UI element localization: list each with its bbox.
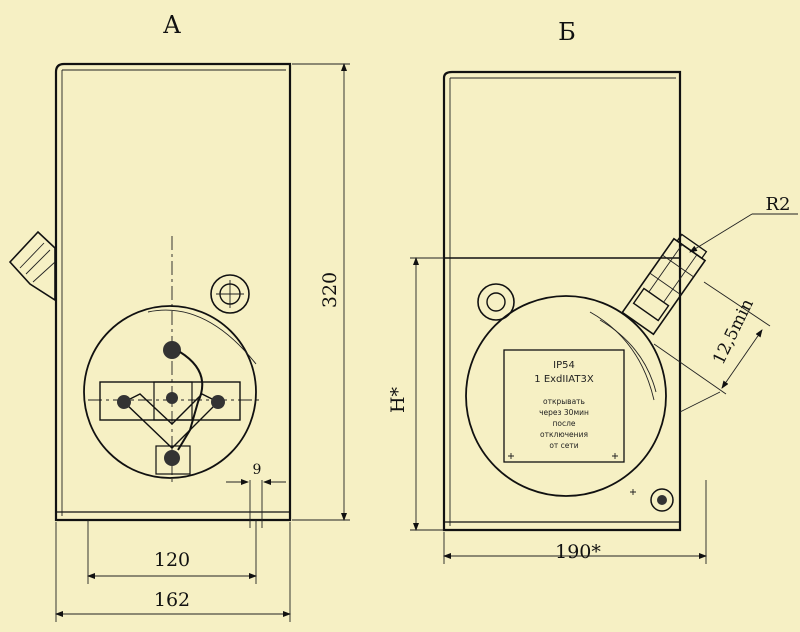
view-a-cover (83, 305, 257, 479)
nameplate-line1: IP54 (553, 360, 575, 371)
view-b-housing (442, 70, 682, 532)
dim-320-label: 320 (319, 272, 341, 308)
view-b: Б IP54 1 ExdIIAT3X открывать через 30мин… (387, 18, 798, 564)
dim-120-label: 120 (154, 549, 190, 571)
dim-clearance-label: 12,5min (709, 296, 758, 368)
view-a-terminal-block (99, 341, 241, 475)
nameplate-line2: 1 ExdIIAT3X (534, 374, 594, 385)
dim-320: 320 (292, 63, 350, 521)
nameplate-line3: открывать (543, 397, 585, 406)
dim-190-label: 190* (555, 541, 601, 563)
view-b-bolt-top (477, 283, 515, 321)
view-b-bolt-bottom (630, 488, 674, 512)
dim-clearance: 12,5min (653, 281, 771, 413)
dim-h: H* (387, 257, 444, 531)
dim-162: 162 (55, 522, 291, 622)
dim-190: 190* (443, 480, 707, 564)
nameplate-line6: отключения (540, 430, 588, 439)
view-b-nameplate: IP54 1 ExdIIAT3X открывать через 30мин п… (503, 349, 625, 463)
view-b-cover (465, 295, 667, 497)
dim-9-label: 9 (253, 462, 262, 478)
dim-r2-label: R2 (765, 194, 790, 215)
dim-120: 120 (87, 520, 257, 584)
nameplate-line4: через 30мин (539, 408, 589, 417)
nameplate-line7: от сети (549, 441, 578, 450)
view-a-label: А (163, 11, 181, 39)
view-a-cable-gland (8, 230, 56, 302)
view-a-bolt (210, 274, 250, 314)
view-a: А (8, 11, 350, 622)
dim-r2: R2 (689, 194, 798, 253)
dim-162-label: 162 (154, 589, 190, 611)
view-a-housing (54, 62, 292, 522)
dim-9: 9 (226, 462, 286, 528)
view-b-label: Б (558, 18, 576, 46)
dim-h-label: H* (387, 386, 409, 413)
nameplate-line5: после (552, 419, 575, 428)
